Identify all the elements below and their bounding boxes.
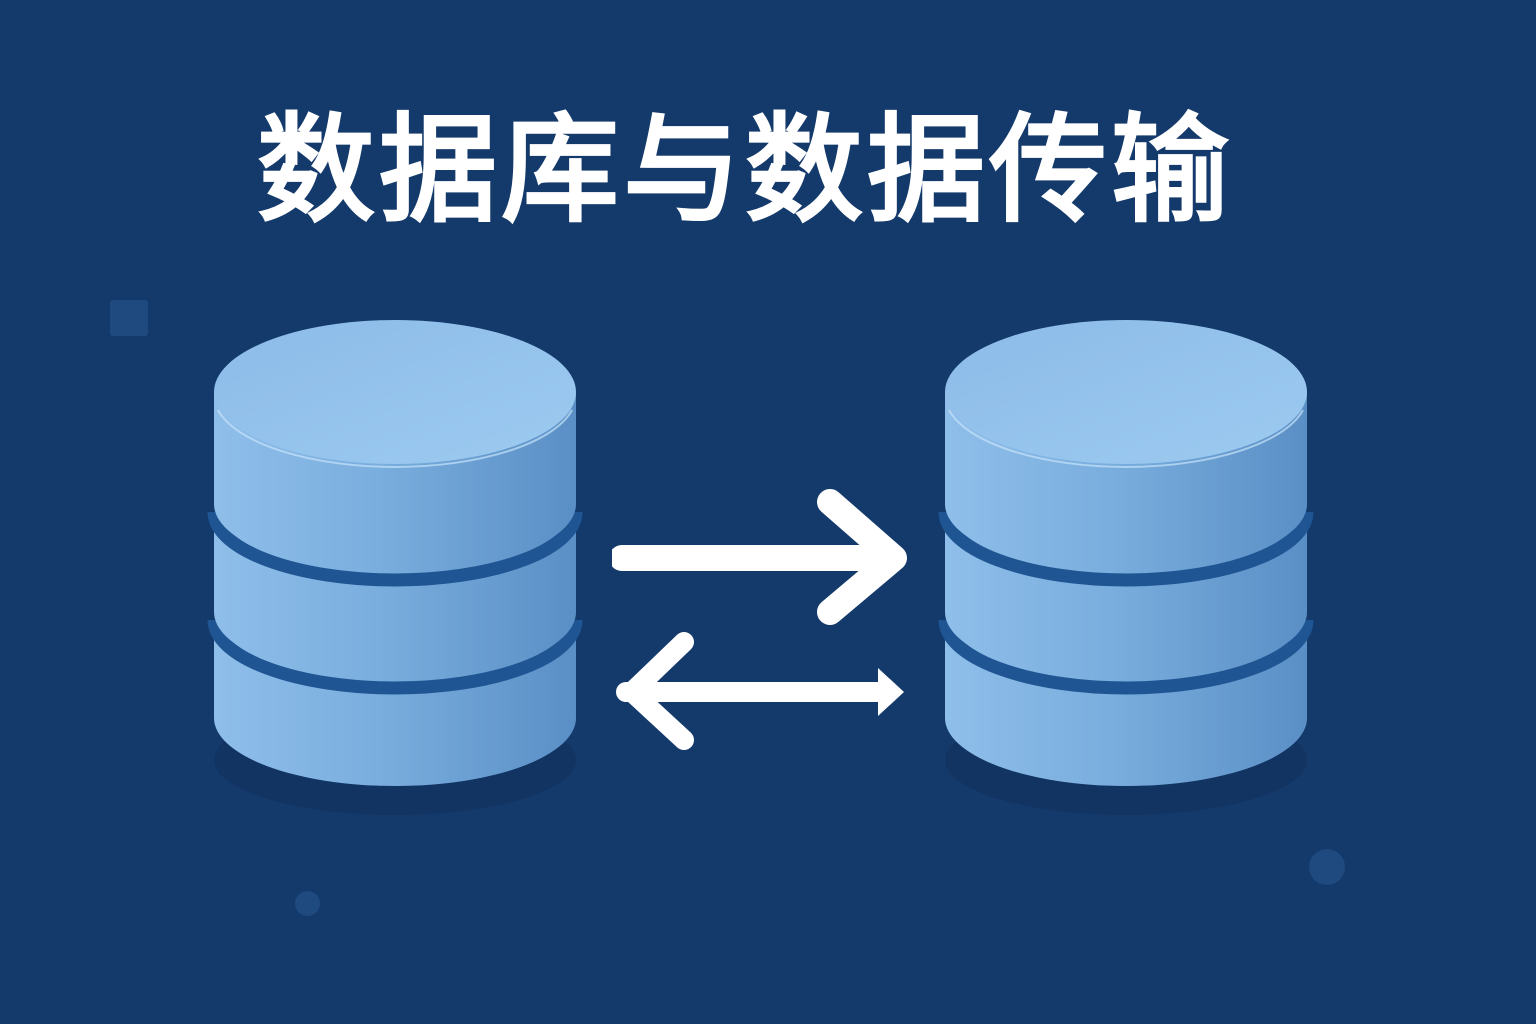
right-arrow-icon: [612, 489, 907, 625]
right-database-icon: [938, 320, 1314, 815]
database-lid: [214, 320, 576, 464]
database-lid-highlight: [948, 409, 1304, 468]
left-database-icon: [207, 320, 583, 815]
decorative-dot: [1309, 849, 1345, 885]
database-separator: [207, 511, 583, 587]
database-lid-highlight: [217, 409, 573, 468]
left-arrow-icon: [616, 632, 888, 750]
database-separator: [207, 619, 583, 695]
bidirectional-arrows-icon: [612, 489, 907, 750]
decorative-square: [110, 300, 148, 336]
database-separator: [938, 619, 1314, 695]
page-title: 数据库与数据传输: [256, 101, 1233, 239]
database-lid: [945, 320, 1307, 464]
decorative-dot: [295, 891, 320, 916]
database-separator: [938, 511, 1314, 587]
right-arrowhead-icon: [878, 668, 904, 716]
